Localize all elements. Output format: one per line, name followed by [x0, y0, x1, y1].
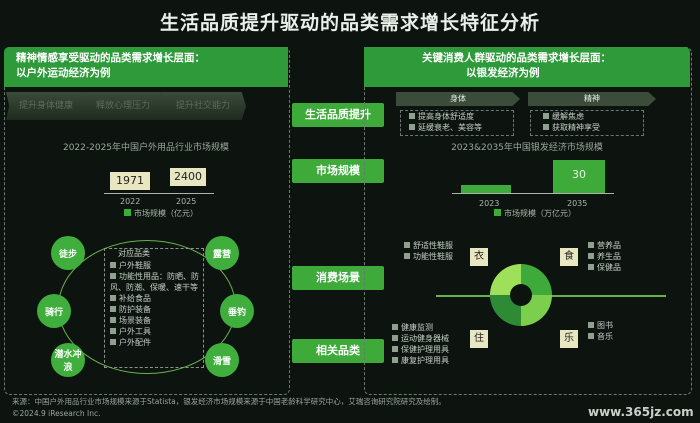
right-legend: 市场规模（万亿元）: [494, 208, 576, 219]
list-item: 营养品: [588, 240, 658, 251]
list-item: 健康监测: [392, 322, 472, 333]
band-body-items: 提高身体舒适度 延缓衰老、美容等: [400, 110, 514, 136]
footer-source: 来源：中国户外用品行业市场规模来源于Statista，银发经济市场规模来源于中国…: [12, 397, 446, 406]
band-body: 身体: [396, 92, 520, 106]
center-category-title: 对应品类: [118, 249, 150, 258]
list-item: 音乐: [588, 331, 648, 342]
left-header-line2: 以户外运动经济为例: [16, 67, 111, 79]
legend-swatch: [124, 209, 131, 216]
list-item: 场景装备: [110, 315, 202, 326]
right-header-line1: 关键消费人群驱动的品类需求增长层面：: [422, 52, 611, 64]
footer-watermark: www.365jz.com: [588, 405, 694, 419]
list-item: 延缓衰老、美容等: [401, 122, 513, 133]
left-chevron-3: 提升社交能力: [160, 92, 246, 120]
clothing-icon: 衣: [470, 248, 488, 266]
list-item: 户外工具: [110, 326, 202, 337]
housing-list: 健康监测 运动健身器械 保健护理用具 康复护理用具: [392, 322, 472, 366]
housing-icon: 住: [470, 330, 488, 348]
list-item: 保健品: [588, 262, 658, 273]
x-tick-2023: 2023: [479, 199, 500, 208]
legend-swatch: [494, 209, 501, 216]
list-item: 舒适性鞋服: [404, 240, 470, 251]
list-item: 获取精神享受: [531, 122, 643, 133]
scene-skiing: 滑雪: [205, 343, 239, 377]
list-item: 保健护理用具: [392, 344, 472, 355]
page-title: 生活品质提升驱动的品类需求增长特征分析: [159, 12, 540, 34]
clothing-list: 舒适性鞋服 功能性鞋服: [404, 240, 470, 262]
list-item: 提高身体舒适度: [401, 111, 513, 122]
left-chevron-2: 释放心理压力: [82, 92, 164, 120]
left-market-title: 2022-2025年中国户外用品行业市场规模: [62, 143, 230, 153]
left-chevron-1: 提升身体健康: [6, 92, 86, 120]
footer-copyright: ©2024.9 iResearch Inc.: [12, 409, 101, 418]
x-tick-2025: 2025: [176, 197, 197, 206]
right-market-title: 2023&2035年中国银发经济市场规模: [451, 143, 603, 153]
scene-hiking: 徒步: [51, 236, 85, 270]
bar-value-label-2035: 30: [572, 168, 586, 181]
leisure-list: 图书 音乐: [588, 320, 648, 342]
label-scene: 消费场景: [292, 266, 384, 290]
category-list: 户外鞋服 功能性用品：防晒、防风、防潮、保暖、速干等 补给食品 防护装备 场景装…: [110, 260, 202, 348]
x-tick-2035: 2035: [567, 199, 588, 208]
list-item: 图书: [588, 320, 648, 331]
list-item: 养生品: [588, 251, 658, 262]
band-mind-items: 缓解焦虑 获取精神享受: [530, 110, 644, 136]
right-chart-axis: [452, 193, 614, 194]
bar-2023: [461, 185, 511, 193]
left-panel-header: 精神情感享受驱动的品类需求增长层面： 以户外运动经济为例: [4, 47, 288, 87]
right-panel-header: 关键消费人群驱动的品类需求增长层面： 以银发经济为例: [364, 47, 690, 87]
scene-fishing: 垂钓: [220, 294, 254, 328]
bar-2035: 30: [553, 160, 605, 193]
list-item: 康复护理用具: [392, 355, 472, 366]
bar-value-label-2022: 1971: [110, 172, 150, 190]
right-header-line2: 以银发经济为例: [466, 67, 540, 79]
food-list: 营养品 养生品 保健品: [588, 240, 658, 273]
list-item: 功能性用品：防晒、防风、防潮、保暖、速干等: [110, 272, 199, 292]
label-quality: 生活品质提升: [292, 103, 384, 127]
scene-donut: [490, 264, 552, 326]
scene-surfing: 潜水冲浪: [51, 343, 85, 377]
label-market: 市场规模: [292, 159, 384, 183]
bar-value-label-2025: 2400: [170, 168, 206, 186]
list-item: 户外鞋服: [110, 260, 202, 271]
band-mind: 精神: [528, 92, 656, 106]
center-category-box: [104, 248, 204, 368]
scene-camping: 露营: [205, 236, 239, 270]
list-item: 防护装备: [110, 304, 202, 315]
list-item: 缓解焦虑: [531, 111, 643, 122]
left-chart-axis: [104, 193, 214, 194]
x-tick-2022: 2022: [120, 197, 141, 206]
scene-cycling: 骑行: [37, 294, 71, 328]
list-item: 运动健身器械: [392, 333, 472, 344]
food-icon: 食: [560, 248, 578, 266]
leisure-icon: 乐: [560, 330, 578, 348]
label-category: 相关品类: [292, 339, 384, 363]
left-header-line1: 精神情感享受驱动的品类需求增长层面：: [16, 52, 205, 64]
list-item: 户外配件: [110, 337, 202, 348]
list-item: 补给食品: [110, 293, 202, 304]
left-legend: 市场规模（亿元）: [124, 208, 198, 219]
list-item: 功能性鞋服: [404, 251, 470, 262]
